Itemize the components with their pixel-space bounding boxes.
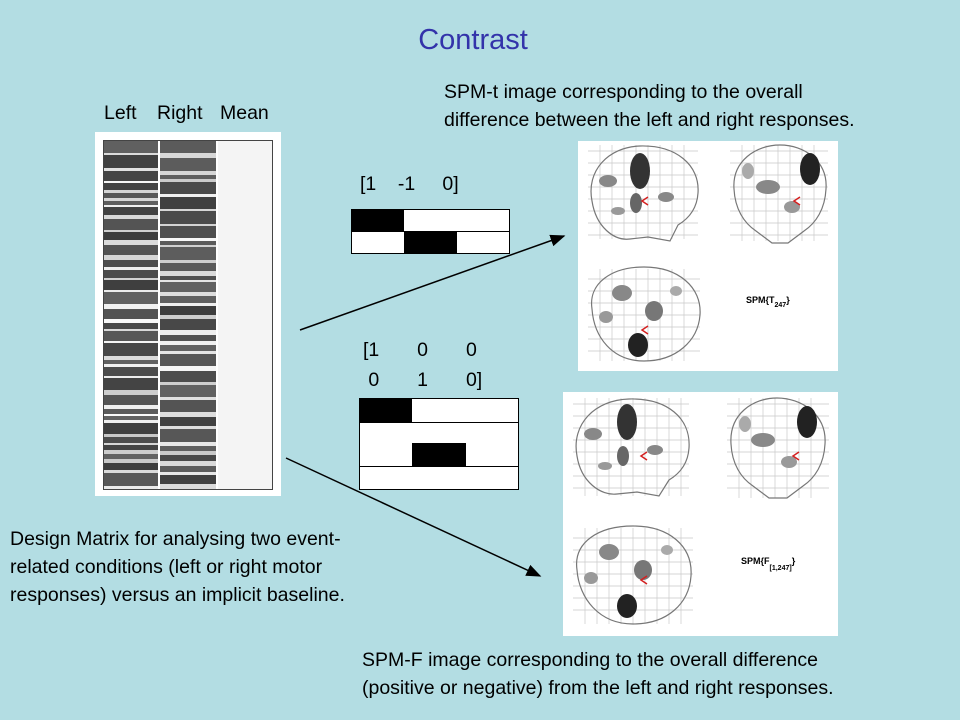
design-matrix-mean-column — [218, 141, 272, 489]
t-contrast-filled-cell — [352, 210, 404, 231]
design-matrix-caption-line: Design Matrix for analysing two event- — [10, 528, 341, 550]
spm-f-glass-brain: SPM{F[1,247]} — [563, 392, 838, 636]
arrow-to-spm-t — [299, 234, 566, 331]
spm-t-caption-line: difference between the left and right re… — [444, 109, 855, 131]
spm-t-map-label: SPM{T247} — [746, 295, 790, 309]
column-label-mean: Mean — [220, 102, 269, 124]
spm-f-map-label: SPM{F[1,247]} — [741, 556, 796, 572]
design-matrix-caption-line: related conditions (left or right motor — [10, 556, 323, 578]
spm-f-caption: SPM-F image corresponding to the overall… — [362, 646, 834, 702]
f-contrast-vector-row1: [1 0 0 — [363, 339, 477, 361]
f-contrast-filled-cell — [360, 399, 412, 422]
design-matrix-caption-line: responses) versus an implicit baseline. — [10, 584, 345, 606]
spm-t-glass-brain: SPM{T247} — [578, 141, 838, 371]
t-contrast-row — [352, 210, 509, 232]
design-matrix-right-column — [160, 141, 216, 489]
design-matrix-frame — [103, 140, 273, 490]
t-contrast-filled-cell — [404, 232, 457, 253]
spm-t-caption: SPM-t image corresponding to the overall… — [444, 78, 855, 134]
design-matrix-caption: Design Matrix for analysing two event- r… — [10, 525, 345, 609]
design-matrix-image — [95, 132, 281, 496]
f-contrast-row — [360, 423, 518, 467]
f-contrast-row — [360, 399, 518, 423]
arrow-to-spm-f — [285, 457, 542, 577]
t-contrast-vector: [1 -1 0] — [360, 173, 459, 195]
spm-f-caption-line: (positive or negative) from the left and… — [362, 677, 834, 699]
f-contrast-grid — [359, 398, 519, 490]
slide-title: Contrast — [418, 24, 528, 56]
spm-f-caption-line: SPM-F image corresponding to the overall… — [362, 649, 818, 671]
f-contrast-vector-row2: 0 1 0] — [363, 369, 483, 391]
column-label-right: Right — [157, 102, 203, 124]
spm-t-caption-line: SPM-t image corresponding to the overall — [444, 81, 803, 103]
t-contrast-grid — [351, 209, 510, 254]
column-label-left: Left — [104, 102, 137, 124]
t-contrast-row — [352, 232, 509, 253]
design-matrix-left-column — [104, 141, 158, 489]
f-contrast-filled-cell — [412, 443, 466, 466]
